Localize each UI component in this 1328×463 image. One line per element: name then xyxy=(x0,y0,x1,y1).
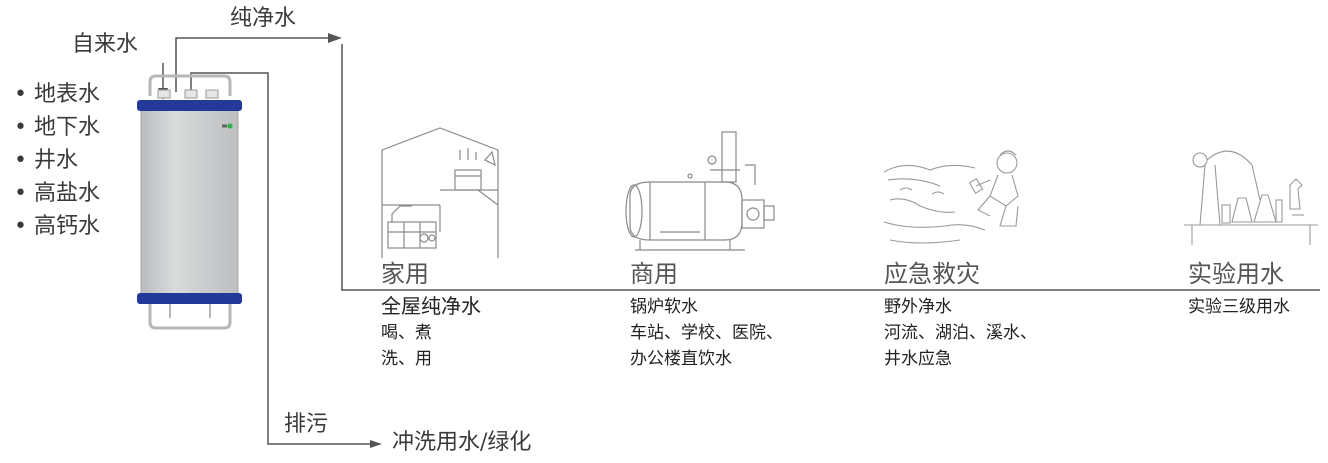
top-band xyxy=(137,100,242,111)
bottom-band xyxy=(137,293,242,304)
application-line: 实验三级用水 xyxy=(1188,297,1290,317)
application-line: 洗、用 xyxy=(381,349,432,369)
application-line: 井水应急 xyxy=(884,349,952,369)
bullet: • xyxy=(14,181,27,206)
bullet: • xyxy=(14,82,27,107)
filter-unit xyxy=(137,74,242,330)
lab-glassware-icon xyxy=(1184,150,1318,245)
drain-target-label: 冲洗用水/绿化 xyxy=(392,430,532,455)
filter-body xyxy=(140,101,239,303)
pipes xyxy=(158,33,1320,448)
inlet-label: 自来水 xyxy=(72,32,139,57)
application-title: 商用 xyxy=(630,260,678,288)
house-icon xyxy=(381,127,499,258)
source-item: • 地下水 xyxy=(14,115,100,140)
application-line: 全屋纯净水 xyxy=(381,294,481,318)
bullet: • xyxy=(14,148,27,173)
distribution-line xyxy=(341,44,1320,291)
application-title: 实验用水 xyxy=(1188,260,1284,288)
application-line: 车站、学校、医院、 xyxy=(630,323,783,343)
bullet: • xyxy=(14,214,27,239)
drain-label: 排污 xyxy=(284,412,329,437)
application-line: 喝、煮 xyxy=(381,323,432,343)
outlet-arrowhead xyxy=(328,33,342,43)
source-item: • 井水 xyxy=(14,148,78,173)
application-title: 应急救灾 xyxy=(884,260,980,288)
river-drinking-icon xyxy=(883,150,1019,244)
application-line: 办公楼直饮水 xyxy=(630,349,732,369)
bullet: • xyxy=(14,115,27,140)
drain-arrowhead xyxy=(370,440,382,448)
status-indicator xyxy=(227,123,233,129)
application-line: 河流、湖泊、溪水、 xyxy=(884,323,1037,343)
source-item: • 地表水 xyxy=(14,82,100,107)
application-title: 家用 xyxy=(381,260,429,288)
application-line: 野外净水 xyxy=(884,297,952,317)
application-line: 锅炉软水 xyxy=(630,297,698,317)
drain-pipe xyxy=(190,72,374,445)
source-item: • 高盐水 xyxy=(14,181,100,206)
boiler-icon xyxy=(625,131,775,251)
source-item: • 高钙水 xyxy=(14,214,100,239)
outlet-pipe xyxy=(175,37,333,92)
outlet-label: 纯净水 xyxy=(230,6,297,31)
